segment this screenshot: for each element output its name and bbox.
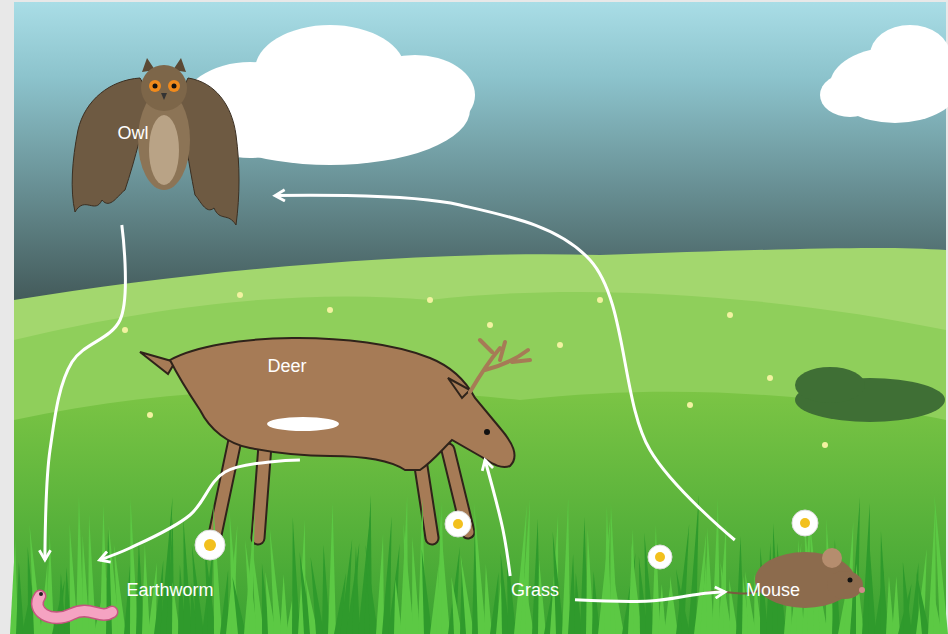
grass-blade xyxy=(461,554,474,634)
animal-label: Earthworm xyxy=(126,580,213,601)
grass-blades xyxy=(10,494,948,634)
animal-label: Grass xyxy=(511,580,559,601)
grass-blade xyxy=(114,543,126,634)
grass-blade xyxy=(382,516,392,634)
grass-blade xyxy=(903,562,912,634)
grass-blade xyxy=(352,547,360,634)
grass-blade xyxy=(311,557,324,634)
grass-blade xyxy=(934,494,948,634)
shrub xyxy=(795,367,865,403)
grass-blade xyxy=(328,502,336,634)
grass-blade xyxy=(376,534,384,634)
earthworm-drawing xyxy=(37,592,112,618)
far-hill xyxy=(14,248,946,634)
food-chain-arrow xyxy=(575,592,725,602)
grass-blade xyxy=(422,549,432,634)
owl-drawing xyxy=(72,58,239,225)
grass-blade xyxy=(676,569,690,634)
animal-label: Owl xyxy=(118,123,149,144)
deer-node: Deer xyxy=(240,345,520,460)
animal-label: Deer xyxy=(267,356,306,377)
animal-label: Mouse xyxy=(746,580,800,601)
food-chain-arrow xyxy=(100,460,300,560)
food-chain-arrow xyxy=(275,195,735,540)
grass-blade xyxy=(366,544,378,634)
grass-blade xyxy=(910,562,918,634)
grass-blade xyxy=(592,571,600,634)
mouse-drawing xyxy=(700,548,865,608)
owl-node: Owl xyxy=(68,52,275,225)
grass-blade xyxy=(670,576,678,634)
grass-blade xyxy=(292,518,300,634)
mid-hill xyxy=(14,292,946,634)
grass-blade xyxy=(916,572,930,634)
grass-blade xyxy=(712,499,720,634)
grass-blade xyxy=(220,570,228,634)
grass-blade xyxy=(868,547,876,634)
grass-blade xyxy=(280,574,288,634)
grass-blade xyxy=(270,528,282,634)
mouse-node: Mouse xyxy=(725,540,865,612)
grass-blade xyxy=(484,564,492,634)
grass-blade xyxy=(652,525,660,634)
grass-blade xyxy=(562,497,570,634)
grass-blade xyxy=(232,577,246,634)
grass-blade xyxy=(346,543,359,634)
grass-blade xyxy=(892,576,900,634)
food-chain-arrow xyxy=(485,460,510,576)
grass-blade xyxy=(676,524,689,634)
grass-blade xyxy=(658,584,666,634)
grass-blade xyxy=(213,503,222,634)
grass-blade xyxy=(16,562,24,634)
cloud xyxy=(820,25,948,123)
deer-drawing xyxy=(140,338,530,538)
food-chain-arrow xyxy=(45,225,125,560)
grass-blade xyxy=(474,503,486,634)
grass-blade xyxy=(611,562,624,634)
grass-node: Grass xyxy=(495,576,575,604)
earthworm-node: Earthworm xyxy=(20,560,235,612)
daisy xyxy=(195,510,818,569)
